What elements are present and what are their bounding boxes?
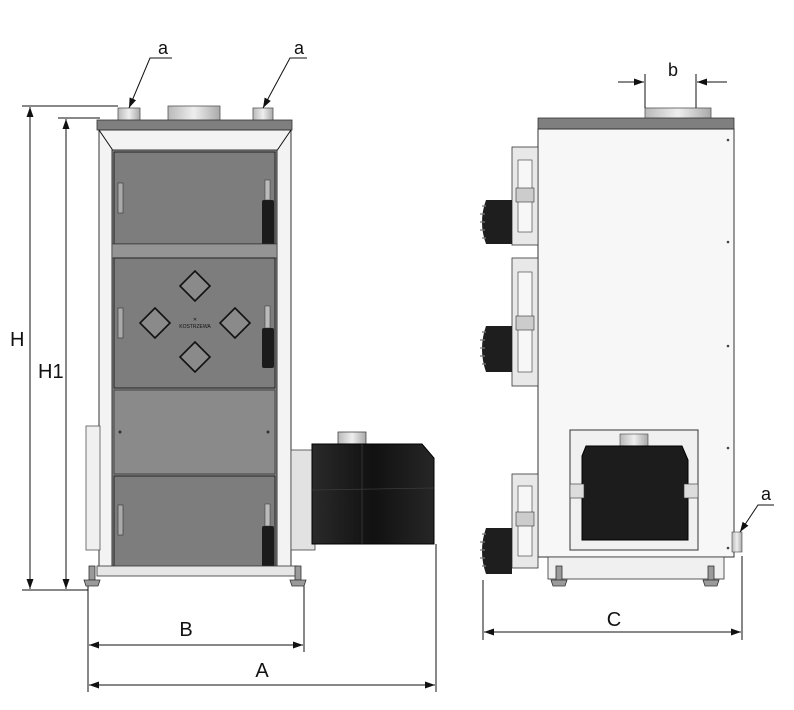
side-top-plate (537, 117, 735, 130)
front-feet (83, 565, 307, 587)
middle-door-handle (262, 328, 274, 368)
side-view (480, 107, 743, 587)
front-pipe-left (117, 107, 141, 122)
side-outlet-pipe (731, 531, 743, 553)
callout-a-side: a (761, 484, 772, 504)
middle-door-left-hinge (117, 307, 124, 339)
lower-door-handle-pin (264, 503, 271, 527)
front-lower-door (113, 475, 276, 569)
side-feet (550, 565, 720, 587)
side-burner-body (581, 445, 689, 541)
diamond-ornaments (138, 269, 252, 374)
side-burner-pipe (619, 433, 649, 447)
front-upper-door (113, 151, 276, 245)
burner-tube (290, 449, 316, 551)
burner-top-pipe (337, 431, 367, 445)
upper-door-handle-pin (264, 179, 271, 201)
dim-label-H1: H1 (38, 361, 64, 383)
burner-body (311, 443, 435, 545)
callout-a-left: a (158, 38, 169, 58)
front-side-box (85, 425, 101, 551)
dim-label-B: B (179, 619, 192, 641)
dim-label-A: A (255, 660, 269, 682)
front-pipe-right (252, 107, 274, 122)
lower-door-left-hinge (117, 504, 124, 536)
lower-door-handle (262, 526, 274, 574)
front-middle-panel (113, 389, 276, 475)
side-door-hinges (480, 146, 539, 574)
front-view: ✕ KOSTRZEWA (83, 105, 435, 587)
svg-text:✕: ✕ (193, 317, 197, 323)
upper-door-left-hinge (117, 182, 124, 214)
side-base (547, 556, 725, 580)
brand-logo: ✕ KOSTRZEWA (179, 317, 211, 330)
middle-door-handle-pin (264, 305, 271, 329)
front-base (96, 565, 298, 577)
svg-text:KOSTRZEWA: KOSTRZEWA (179, 324, 211, 330)
front-top-plate (96, 119, 293, 131)
front-divider-1 (111, 243, 278, 259)
upper-door-handle (262, 200, 274, 246)
front-flue-pipe (167, 105, 221, 122)
dim-label-H: H (10, 329, 24, 351)
dim-label-C: C (607, 609, 621, 631)
dim-label-b: b (668, 60, 678, 80)
callout-a-right: a (294, 38, 305, 58)
dimension-lines (22, 57, 774, 692)
